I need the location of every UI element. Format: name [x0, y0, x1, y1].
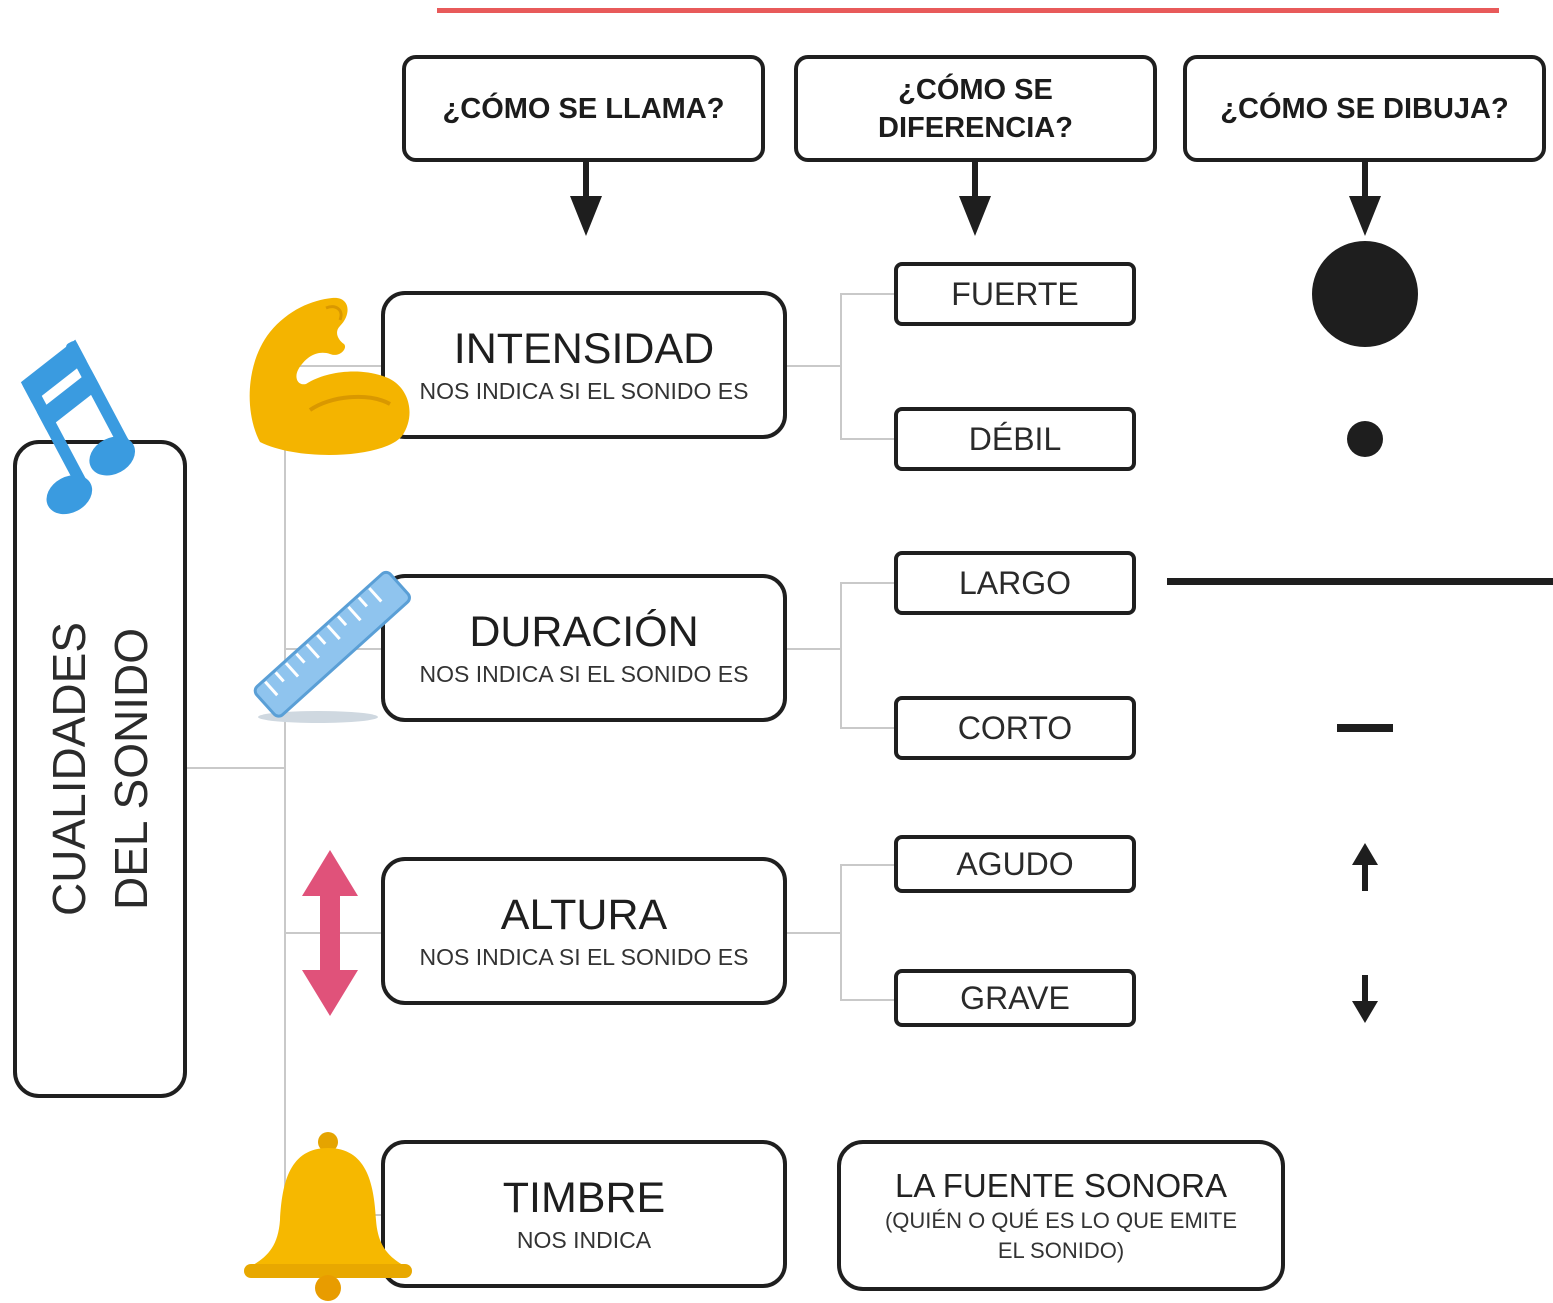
up-down-arrow-icon	[302, 850, 358, 1016]
arrow-down-icon	[959, 160, 991, 236]
quality-title: INTENSIDAD	[453, 325, 715, 373]
header-how-differ-line1: ¿CÓMO SE	[898, 73, 1053, 106]
ruler-icon	[253, 570, 411, 723]
quality-duracion: DURACIÓN NOS INDICA SI EL SONIDO ES	[381, 574, 787, 722]
main-topic-line2: DEL SONIDO	[105, 627, 157, 911]
arrow-up-icon	[1352, 843, 1378, 891]
source-title: LA FUENTE SONORA	[895, 1166, 1227, 1204]
value-largo: LARGO	[894, 551, 1136, 615]
value-debil: DÉBIL	[894, 407, 1136, 471]
source-box: LA FUENTE SONORA (QUIÉN O QUÉ ES LO QUE …	[837, 1140, 1285, 1291]
music-notes-icon	[20, 339, 136, 515]
header-how-called: ¿CÓMO SE LLAMA?	[402, 55, 765, 162]
branch-duracion-v	[840, 582, 842, 728]
arrow-down-icon	[1349, 160, 1381, 236]
connector-trunk	[284, 365, 286, 1215]
branch-altura	[786, 932, 841, 934]
branch-grave	[840, 999, 896, 1001]
arrow-down-icon	[570, 160, 602, 236]
header-how-differ-line2: DIFERENCIA?	[878, 111, 1073, 144]
value-agudo: AGUDO	[894, 835, 1136, 893]
value-fuerte: FUERTE	[894, 262, 1136, 326]
value-label: FUERTE	[951, 275, 1079, 312]
branch-corto	[840, 727, 896, 729]
value-label: CORTO	[957, 709, 1073, 746]
branch-fuerte	[840, 293, 896, 295]
value-label: GRAVE	[960, 979, 1070, 1016]
flexed-biceps-icon	[249, 297, 410, 455]
source-line1: (QUIÉN O QUÉ ES LO QUE EMITE	[884, 1207, 1238, 1233]
connector-intensidad	[284, 365, 382, 367]
short-line-icon	[1337, 724, 1393, 732]
quality-subtitle: NOS INDICA SI EL SONIDO ES	[419, 378, 749, 404]
quality-subtitle: NOS INDICA SI EL SONIDO ES	[419, 944, 749, 970]
branch-duracion	[786, 648, 841, 650]
main-topic-box: CUALIDADES DEL SONIDO	[13, 440, 187, 1098]
branch-intensidad-v	[840, 293, 842, 439]
bell-icon	[244, 1132, 412, 1301]
quality-altura: ALTURA NOS INDICA SI EL SONIDO ES	[381, 857, 787, 1005]
branch-altura-v	[840, 864, 842, 1000]
branch-largo	[840, 582, 896, 584]
header-how-differ: ¿CÓMO SE DIFERENCIA?	[794, 55, 1157, 162]
source-line2: EL SONIDO)	[997, 1237, 1125, 1263]
quality-timbre: TIMBRE NOS INDICA	[381, 1140, 787, 1288]
quality-title: TIMBRE	[502, 1174, 666, 1222]
value-label: DÉBIL	[968, 420, 1062, 457]
arrow-down-icon	[1352, 975, 1378, 1023]
value-corto: CORTO	[894, 696, 1136, 760]
branch-agudo	[840, 864, 896, 866]
branch-debil	[840, 438, 896, 440]
quality-intensidad: INTENSIDAD NOS INDICA SI EL SONIDO ES	[381, 291, 787, 439]
value-grave: GRAVE	[894, 969, 1136, 1027]
connector-main	[186, 767, 286, 769]
quality-title: DURACIÓN	[469, 608, 699, 656]
value-label: AGUDO	[956, 845, 1074, 882]
quality-subtitle: NOS INDICA SI EL SONIDO ES	[419, 661, 749, 687]
quality-title: ALTURA	[500, 891, 668, 939]
branch-intensidad	[786, 365, 841, 367]
quality-subtitle: NOS INDICA	[516, 1227, 652, 1253]
small-dot-icon	[1347, 421, 1383, 457]
main-topic-label: CUALIDADES DEL SONIDO	[38, 622, 162, 916]
long-line-icon	[1167, 578, 1553, 585]
header-how-called-label: ¿CÓMO SE LLAMA?	[442, 92, 725, 125]
big-dot-icon	[1312, 241, 1418, 347]
main-topic-line1: CUALIDADES	[43, 622, 95, 916]
top-rule	[437, 8, 1499, 13]
value-label: LARGO	[958, 564, 1072, 601]
header-how-drawn-label: ¿CÓMO SE DIBUJA?	[1220, 92, 1509, 125]
header-how-drawn: ¿CÓMO SE DIBUJA?	[1183, 55, 1546, 162]
